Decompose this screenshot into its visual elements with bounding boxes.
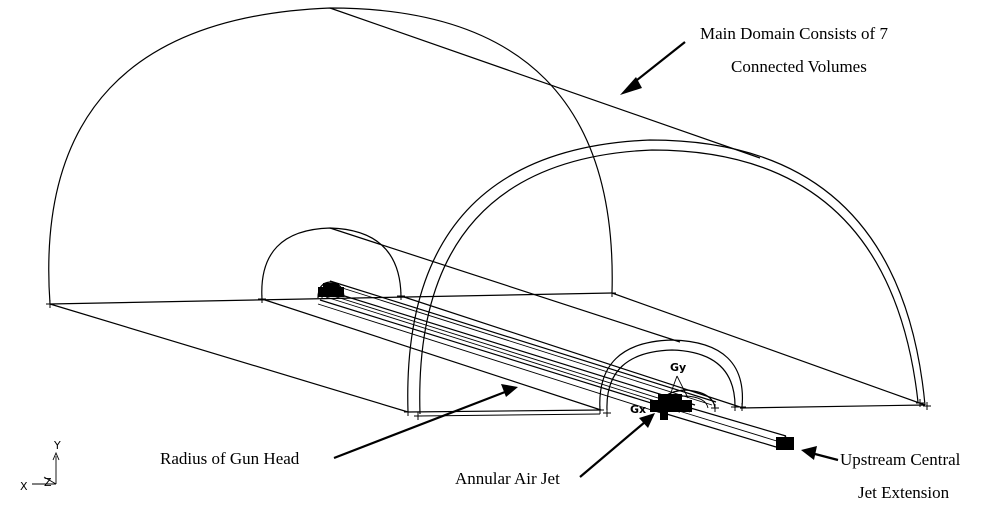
upstream-node-cluster <box>776 437 794 450</box>
front-ring-arc-inner <box>419 149 919 415</box>
radius-gun-head-label: Radius of Gun Head <box>160 449 300 468</box>
top-edge-line <box>329 7 761 159</box>
gx-label: Gx <box>630 403 646 416</box>
gy-arrow-right <box>676 375 689 399</box>
front-ring-arc <box>407 139 926 413</box>
base-left-edge <box>49 303 409 413</box>
gy-label: Gy <box>670 361 686 374</box>
annular-air-jet-label: Annular Air Jet <box>455 469 560 488</box>
gy-arrow-left <box>668 375 678 399</box>
arrow-upstream <box>801 446 839 462</box>
main-domain-label-line1: Main Domain Consists of 7 <box>700 24 888 43</box>
arrow-main-domain <box>620 41 686 95</box>
middle-front-arc <box>599 339 744 411</box>
middle-dome-top-line <box>329 227 681 343</box>
middle-front-arc-inner <box>606 349 736 411</box>
outer-dome-arc <box>48 7 613 305</box>
base-right-edge <box>611 292 926 406</box>
annular-jet-node-cluster <box>650 394 692 420</box>
upstream-label-line2: Jet Extension <box>858 483 950 502</box>
base-front-edge <box>407 409 601 413</box>
triad-x-label: X <box>20 480 28 493</box>
arrow-radius-gun-head <box>333 384 518 460</box>
gun-head-node-cluster <box>318 283 344 297</box>
upstream-label-line1: Upstream Central <box>840 450 961 469</box>
axis-triad: Y X Z <box>20 439 61 493</box>
gun-barrel-lines <box>317 280 717 415</box>
triad-y-label: Y <box>53 439 61 452</box>
arrow-annular-air-jet <box>579 413 655 478</box>
triad-z-label: Z <box>44 476 52 489</box>
main-domain-label-line2: Connected Volumes <box>731 57 867 76</box>
base-front-edge-3 <box>417 413 601 417</box>
vertex-markers <box>46 289 931 420</box>
base-front-edge-2 <box>739 404 926 409</box>
middle-base-line <box>261 298 602 411</box>
